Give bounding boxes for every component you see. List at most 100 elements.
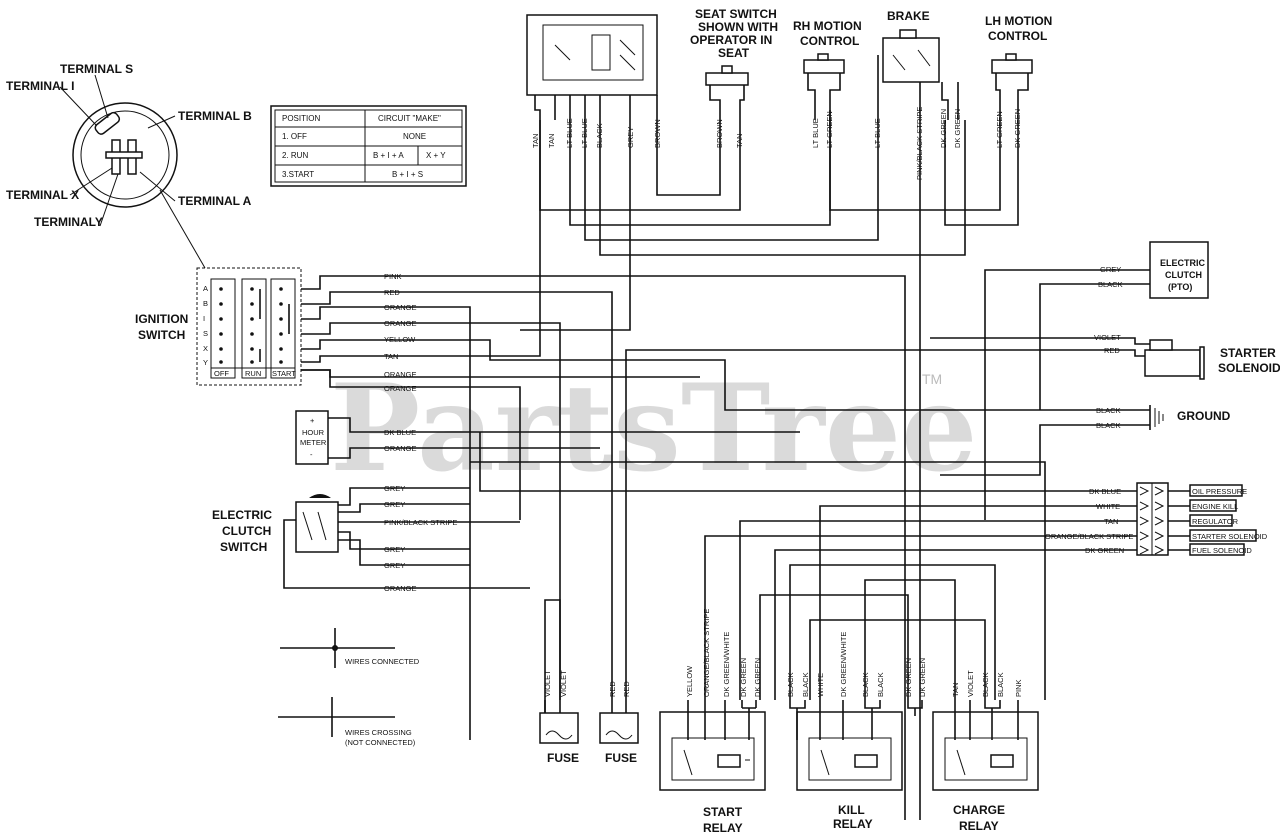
- connector-item: STARTER SOLENOID: [1192, 532, 1268, 541]
- ign-col-start: START: [272, 369, 296, 378]
- misc-wires: [470, 461, 1046, 715]
- start-relay-label-1: START: [703, 805, 743, 819]
- clutch-switch-label-3: SWITCH: [220, 540, 267, 554]
- wire-label: LT GREEN: [995, 111, 1004, 148]
- wire-label: RED: [384, 288, 400, 297]
- fuse-2-label: FUSE: [605, 751, 637, 765]
- connector-item: OIL PRESSURE: [1192, 487, 1247, 496]
- rh-motion-label-1: RH MOTION: [793, 19, 862, 33]
- electric-clutch-switch: GREY GREY PINK/BLACK STRIPE GREY GREY OR…: [212, 484, 530, 593]
- lh-motion-control: LH MOTION CONTROL LT GREEN DK GREEN: [944, 14, 1052, 226]
- wire-label: BROWN: [715, 119, 724, 148]
- wire-label: BLACK: [1096, 406, 1121, 415]
- wire-label: GREY: [384, 484, 405, 493]
- kill-relay-label-2: RELAY: [833, 817, 873, 831]
- wire-label: VIOLET: [543, 670, 552, 697]
- key-switch-inner: [80, 110, 170, 200]
- wire-label: VIOLET: [966, 670, 975, 697]
- label-terminal-y: TERMINALY: [34, 215, 103, 229]
- wire-label: ORANGE: [384, 444, 417, 453]
- label-terminal-i: TERMINAL I: [6, 79, 74, 93]
- wire-label: WHITE: [816, 673, 825, 697]
- wire-label: BLACK: [801, 672, 810, 697]
- seat-switch-label-1: SEAT SWITCH: [695, 7, 777, 21]
- ign-pin-y: Y: [203, 358, 208, 367]
- table-header-position: POSITION: [282, 114, 320, 123]
- charge-relay-label-1: CHARGE: [953, 803, 1005, 817]
- table-row-extra: X + Y: [426, 151, 446, 160]
- ignition-switch: A B I S X Y OFF RUN START IGNITION SWITC…: [135, 267, 302, 386]
- wire-label: LT BLUE: [873, 118, 882, 148]
- table-row-make: B + I + A: [373, 151, 404, 160]
- ign-pin-s: S: [203, 329, 208, 338]
- wire-label: BLACK: [981, 672, 990, 697]
- hour-meter-label-2: METER: [300, 438, 327, 447]
- ignition-switch-label-1: IGNITION: [135, 312, 188, 326]
- wire-label: ORANGE: [384, 319, 417, 328]
- right-wire-labels: GREY BLACK VIOLET RED BLACK BLACK: [1094, 265, 1123, 430]
- wire-label: ORANGE: [384, 370, 417, 379]
- ground-label: GROUND: [1177, 409, 1231, 423]
- ignition-switch-label-2: SWITCH: [138, 328, 185, 342]
- ground: GROUND: [940, 405, 1231, 476]
- connector-item: FUEL SOLENOID: [1192, 546, 1252, 555]
- table-row-make: NONE: [403, 132, 426, 141]
- wire-label: TAN: [951, 683, 960, 697]
- connector-item: ENGINE KILL: [1192, 502, 1238, 511]
- hour-meter: + HOUR METER - DK BLUE ORANGE: [295, 410, 800, 465]
- fuse-1-label: FUSE: [547, 751, 579, 765]
- wire-label: DK GREEN: [739, 658, 748, 697]
- wire-label: DK GREEN: [939, 109, 948, 148]
- pto-label-2: CLUTCH: [1165, 270, 1202, 280]
- wire-label: LT BLUE: [811, 118, 820, 148]
- wire-label: GREY: [1100, 265, 1121, 274]
- watermark-tm: TM: [922, 371, 942, 387]
- wire-label: ORANGE: [384, 303, 417, 312]
- hour-meter-plus: +: [310, 416, 315, 425]
- pto-label-3: (PTO): [1168, 282, 1192, 292]
- wire-label: TAN: [384, 352, 398, 361]
- wire-label: TAN: [547, 134, 556, 148]
- top-module: TAN TAN LT BLUE LT BLUE BLACK GREY BROWN: [520, 14, 966, 331]
- ign-pin-b: B: [203, 299, 208, 308]
- wire-label: WHITE: [1096, 502, 1120, 511]
- wire-label: BLACK: [786, 672, 795, 697]
- circuit-table: POSITION CIRCUIT "MAKE" 1. OFF NONE 2. R…: [270, 105, 467, 187]
- wire-label: DK GREEN/WHITE: [839, 632, 848, 697]
- watermark: PartsTree TM: [330, 358, 977, 499]
- ign-pin-i: I: [203, 314, 205, 323]
- wire-label: GREY: [384, 561, 405, 570]
- fuse-1: FUSE VIOLET VIOLET: [539, 670, 579, 765]
- kill-relay: KILL RELAY BLACK BLACK WHITE DK GREEN/WH…: [786, 632, 903, 831]
- seat-switch-label-2: SHOWN WITH: [698, 20, 778, 34]
- hour-meter-label-1: HOUR: [302, 428, 325, 437]
- wire-label: YELLOW: [384, 335, 416, 344]
- wire-label: DK GREEN: [1013, 109, 1022, 148]
- wire-label: ORANGE: [384, 584, 417, 593]
- charge-relay-label-2: RELAY: [959, 819, 999, 833]
- seat-switch: SEAT SWITCH SHOWN WITH OPERATOR IN SEAT …: [690, 7, 778, 148]
- clutch-switch-label-1: ELECTRIC: [212, 508, 272, 522]
- wire-label: BLACK: [996, 672, 1005, 697]
- rh-motion-label-2: CONTROL: [800, 34, 859, 48]
- wire-label: DK GREEN/WHITE: [722, 632, 731, 697]
- wire-label: LT GREEN: [825, 111, 834, 148]
- brake-label: BRAKE: [887, 9, 930, 23]
- terminal-cross-blade: [105, 151, 143, 159]
- key-switch: TERMINAL S TERMINAL I TERMINAL B TERMINA…: [6, 62, 252, 269]
- wire-label: GREY: [626, 127, 635, 148]
- wire-label: DK GREEN: [918, 658, 927, 697]
- start-relay-label-2: RELAY: [703, 821, 743, 835]
- connector-item: REGULATOR: [1192, 517, 1239, 526]
- seat-switch-label-3: OPERATOR IN: [690, 33, 772, 47]
- wire-label: LT BLUE: [580, 118, 589, 148]
- solenoid-label-1: STARTER: [1220, 346, 1276, 360]
- wire-label: GREY: [384, 500, 405, 509]
- lh-motion-label-2: CONTROL: [988, 29, 1047, 43]
- wire-label: GREY: [384, 545, 405, 554]
- engine-connector: OIL PRESSURE ENGINE KILL REGULATOR START…: [479, 432, 1268, 700]
- wire-label: DK BLUE: [1089, 487, 1121, 496]
- table-row-make: B + I + S: [392, 170, 423, 179]
- pto-label-1: ELECTRIC: [1160, 258, 1206, 268]
